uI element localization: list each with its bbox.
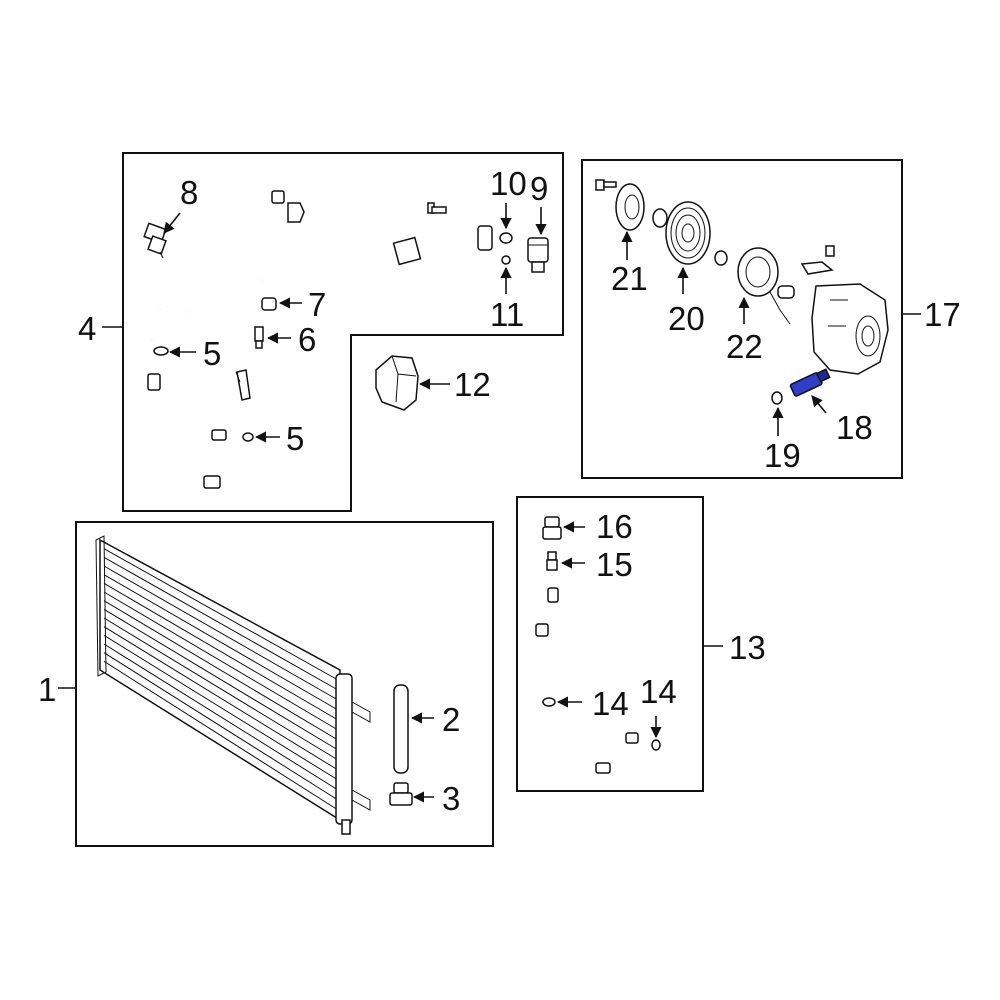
arrow-8 bbox=[163, 212, 181, 234]
drier-cartridge-part bbox=[393, 684, 409, 774]
callout-6: 6 bbox=[298, 321, 317, 358]
callout-11: 11 bbox=[490, 296, 525, 333]
callout-7: 7 bbox=[308, 286, 327, 323]
mounting-block-part bbox=[375, 355, 419, 411]
valve-core-part bbox=[254, 326, 264, 349]
bolt-part-21 bbox=[595, 179, 617, 191]
callout-17: 17 bbox=[924, 296, 961, 333]
callout-20: 20 bbox=[668, 300, 705, 337]
pulley-part bbox=[665, 201, 711, 265]
callout-5-upper: 5 bbox=[203, 335, 222, 372]
callout-10: 10 bbox=[490, 165, 527, 202]
clutch-hub-part bbox=[615, 183, 645, 231]
hose-group-box bbox=[122, 152, 564, 512]
compressor-body-part bbox=[777, 245, 889, 375]
cap-part bbox=[271, 190, 305, 223]
callout-18: 18 bbox=[836, 409, 873, 446]
callout-8: 8 bbox=[180, 174, 199, 211]
condenser-part bbox=[95, 535, 371, 835]
valve-core-part-15 bbox=[546, 551, 558, 571]
callout-15: 15 bbox=[596, 546, 633, 583]
condenser-group-box bbox=[75, 521, 494, 847]
expansion-valve-part bbox=[527, 237, 549, 273]
drier-plug-part bbox=[389, 782, 413, 806]
callout-3: 3 bbox=[442, 780, 461, 817]
compressor-group-box bbox=[581, 159, 903, 479]
o-ring-part-lower bbox=[242, 432, 254, 442]
service-cap-part bbox=[261, 297, 277, 311]
arrow-18 bbox=[811, 395, 827, 414]
callout-19: 19 bbox=[764, 437, 801, 474]
callout-14-left: 14 bbox=[592, 685, 629, 722]
o-ring-part-10 bbox=[499, 232, 513, 244]
callout-4: 4 bbox=[78, 310, 97, 347]
callout-13: 13 bbox=[729, 629, 766, 666]
callout-14-right: 14 bbox=[640, 673, 677, 710]
o-ring-part-11 bbox=[501, 255, 511, 265]
callout-12: 12 bbox=[454, 366, 491, 403]
callout-1: 1 bbox=[38, 671, 57, 708]
o-ring-part-14-left bbox=[542, 697, 556, 707]
snap-ring-part-2 bbox=[714, 250, 728, 266]
callout-21: 21 bbox=[611, 260, 648, 297]
callout-5-lower: 5 bbox=[286, 420, 305, 457]
o-ring-part-upper bbox=[153, 346, 169, 356]
refrigerant-line-assembly bbox=[143, 225, 493, 493]
bolt-part bbox=[427, 202, 447, 214]
field-coil-part bbox=[737, 247, 791, 325]
callout-9: 9 bbox=[530, 170, 549, 207]
cap-part-16 bbox=[542, 516, 562, 540]
discharge-hose-part bbox=[533, 587, 639, 774]
callout-22: 22 bbox=[726, 328, 763, 365]
bracket-part bbox=[235, 369, 251, 401]
pressure-switch-part bbox=[143, 222, 167, 259]
callout-2: 2 bbox=[442, 701, 461, 738]
callout-16: 16 bbox=[596, 508, 633, 545]
snap-ring-part bbox=[652, 208, 668, 228]
o-ring-part-14-right bbox=[651, 739, 661, 751]
discharge-hose-group-box bbox=[516, 496, 704, 792]
o-ring-part-19 bbox=[771, 391, 783, 405]
control-valve-part-highlighted bbox=[789, 368, 831, 397]
